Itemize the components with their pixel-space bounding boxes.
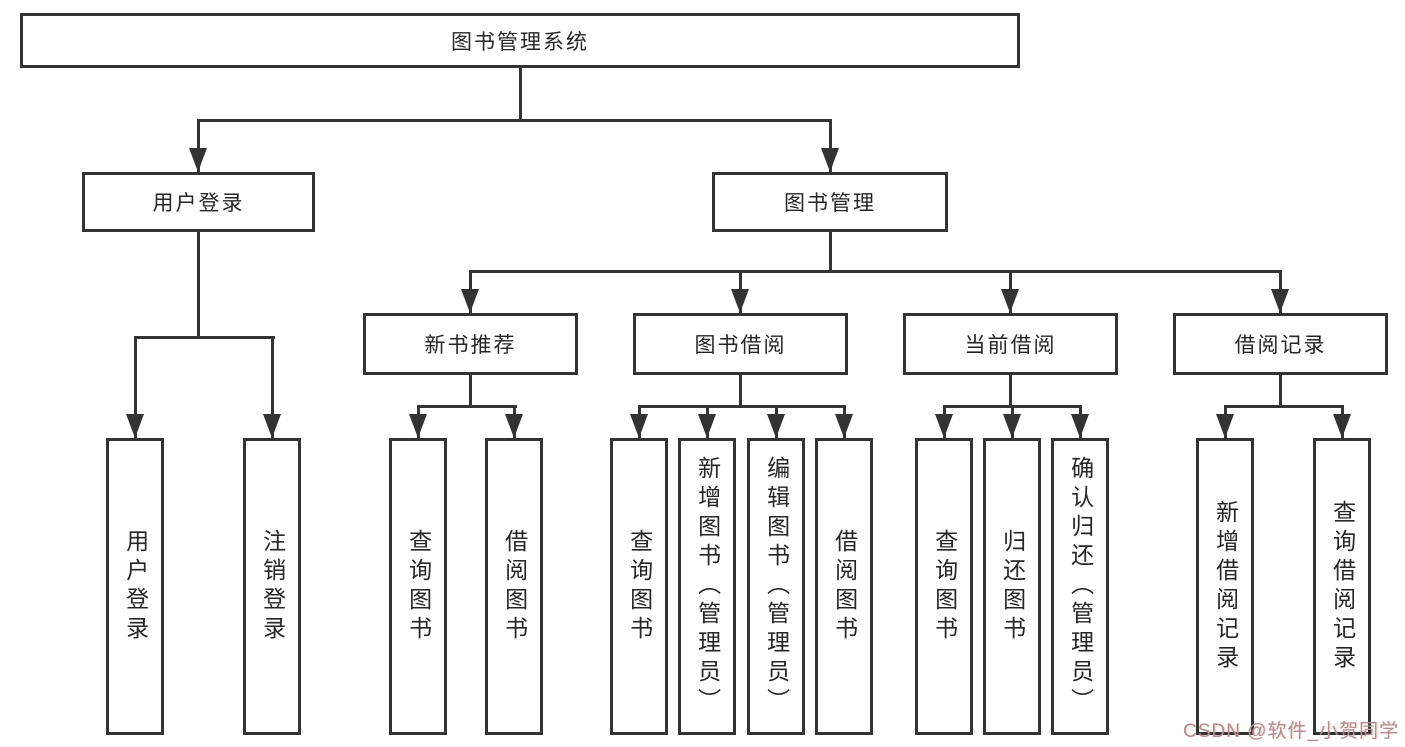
leaf-logout-label: 注销登录 [259, 528, 286, 645]
arrow-down-icon [1333, 414, 1351, 438]
arrow-down-icon [126, 414, 144, 438]
leaf-borrow-query-books-label: 查询图书 [626, 528, 653, 645]
arrow-down-icon [1003, 414, 1021, 438]
connector-hline [469, 270, 1282, 273]
node-book-borrowing: 图书借阅 [633, 313, 848, 375]
arrow-down-icon [409, 414, 427, 438]
connector-vline [271, 336, 274, 438]
leaf-records-add-record: 新增借阅记录 [1196, 438, 1254, 735]
node-book-management: 图书管理 [712, 172, 948, 232]
leaf-records-query-record-label: 查询借阅记录 [1329, 499, 1356, 674]
leaf-borrow-add-book-admin: 新增图书（管理员） [678, 438, 736, 735]
connector-vline [1009, 375, 1012, 408]
node-book-borrowing-label: 图书借阅 [694, 334, 787, 357]
arrow-down-icon [630, 414, 648, 438]
leaf-current-return-books: 归还图书 [983, 438, 1041, 735]
arrow-down-icon [505, 414, 523, 438]
arrow-down-icon [767, 414, 785, 438]
arrow-down-icon [935, 414, 953, 438]
leaf-recommend-borrow-books: 借阅图书 [485, 438, 543, 735]
arrow-down-icon [263, 414, 281, 438]
connector-vline [134, 336, 137, 438]
leaf-user-login-label: 用户登录 [122, 528, 149, 645]
arrow-down-icon [1071, 414, 1089, 438]
connector-vline [1279, 375, 1282, 408]
leaf-current-confirm-return-admin: 确认归还（管理员） [1051, 438, 1109, 735]
csdn-watermark: CSDN @软件_小贺同学 [1183, 721, 1399, 742]
arrow-down-icon [461, 289, 479, 313]
arrow-down-icon [1271, 289, 1289, 313]
leaf-current-query-books-label: 查询图书 [931, 528, 958, 645]
connector-vline [197, 119, 200, 172]
connector-vline [829, 119, 832, 172]
leaf-current-confirm-return-admin-label: 确认归还（管理员） [1067, 456, 1094, 717]
node-new-book-recommendation-label: 新书推荐 [424, 334, 517, 357]
arrow-down-icon [698, 414, 716, 438]
node-current-borrowing-label: 当前借阅 [964, 334, 1057, 357]
connector-hline [197, 119, 832, 122]
connector-vline [829, 232, 832, 273]
connector-hline [134, 336, 275, 339]
leaf-current-return-books-label: 归还图书 [999, 528, 1026, 645]
leaf-borrow-add-book-admin-label: 新增图书（管理员） [694, 456, 721, 717]
node-current-borrowing: 当前借阅 [903, 313, 1118, 375]
node-root-label: 图书管理系统 [451, 30, 589, 54]
leaf-current-query-books: 查询图书 [915, 438, 973, 735]
node-user-login: 用户登录 [82, 172, 315, 232]
node-user-login-label: 用户登录 [152, 192, 245, 215]
arrow-down-icon [731, 289, 749, 313]
leaf-borrow-borrow-books-label: 借阅图书 [831, 528, 858, 645]
node-borrowing-records-label: 借阅记录 [1234, 334, 1327, 357]
connector-vline [519, 68, 522, 121]
leaf-borrow-edit-book-admin-label: 编辑图书（管理员） [763, 456, 790, 717]
leaf-records-query-record: 查询借阅记录 [1313, 438, 1371, 735]
connector-vline [469, 375, 472, 408]
node-root: 图书管理系统 [20, 13, 1020, 68]
connector-vline [739, 375, 742, 408]
leaf-logout: 注销登录 [243, 438, 301, 735]
leaf-borrow-edit-book-admin: 编辑图书（管理员） [747, 438, 805, 735]
arrow-down-icon [821, 148, 839, 172]
node-borrowing-records: 借阅记录 [1173, 313, 1388, 375]
arrow-down-icon [835, 414, 853, 438]
connector-hline [417, 405, 517, 408]
connector-hline [638, 405, 846, 408]
connector-vline [197, 232, 200, 339]
arrow-down-icon [189, 148, 207, 172]
node-new-book-recommendation: 新书推荐 [363, 313, 578, 375]
arrow-down-icon [1216, 414, 1234, 438]
arrow-down-icon [1001, 289, 1019, 313]
leaf-recommend-borrow-books-label: 借阅图书 [501, 528, 528, 645]
connector-hline [1224, 405, 1344, 408]
leaf-borrow-query-books: 查询图书 [610, 438, 668, 735]
leaf-records-add-record-label: 新增借阅记录 [1212, 499, 1239, 674]
leaf-recommend-query-books: 查询图书 [389, 438, 447, 735]
leaf-recommend-query-books-label: 查询图书 [405, 528, 432, 645]
leaf-borrow-borrow-books: 借阅图书 [815, 438, 873, 735]
leaf-user-login: 用户登录 [106, 438, 164, 735]
node-book-management-label: 图书管理 [784, 192, 876, 215]
